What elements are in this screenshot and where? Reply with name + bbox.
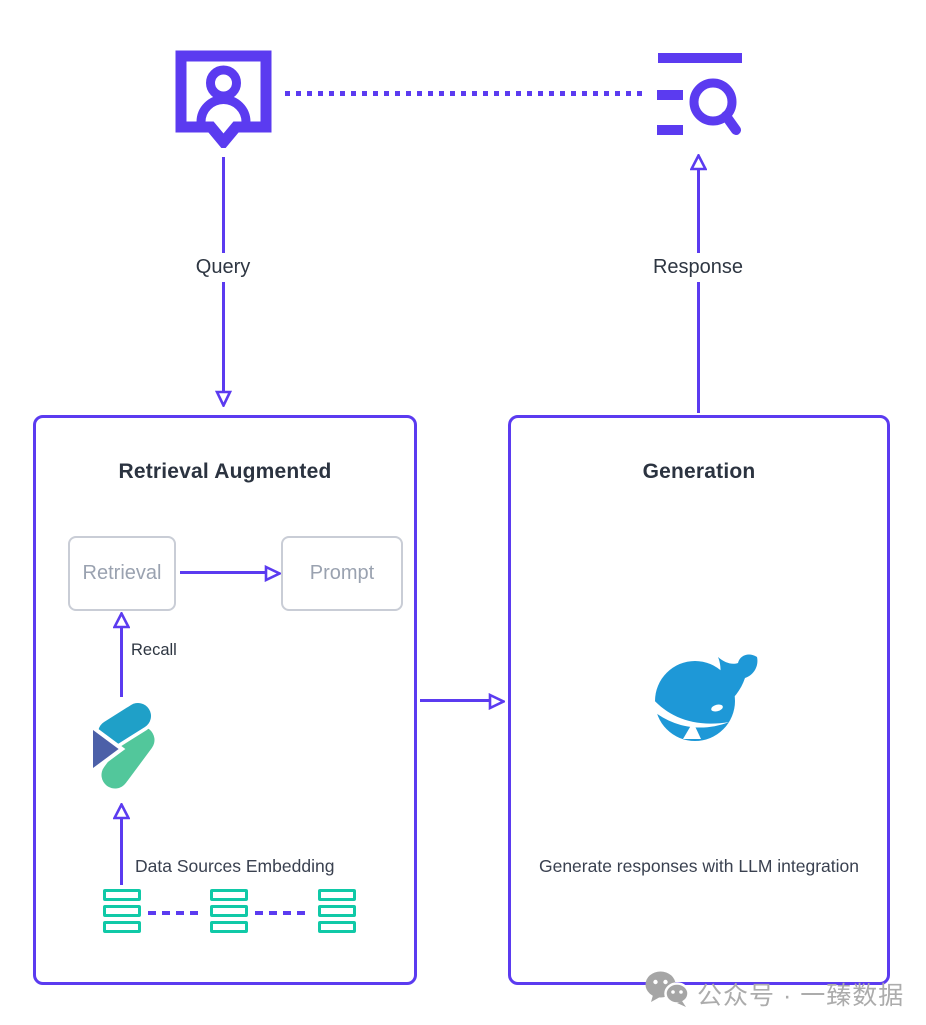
- stack-bar: [210, 889, 248, 901]
- stack-bar: [103, 905, 141, 917]
- query-arrowhead-down-icon: [215, 390, 232, 407]
- generation-box-title: Generation: [642, 460, 756, 483]
- retrieval-to-prompt-line: [180, 571, 265, 574]
- database-stack-icon: [103, 889, 141, 937]
- search-results-icon: [657, 53, 742, 135]
- retrieval-node: Retrieval: [68, 536, 176, 611]
- logo-green-pill: [101, 726, 155, 789]
- response-label: Response: [644, 253, 752, 282]
- stack-bar: [103, 889, 141, 901]
- user-speech-bubble-icon: [175, 50, 272, 148]
- stack-bar: [318, 921, 356, 933]
- user-search-dotted-link: [285, 91, 645, 96]
- embedding-arrowhead-up-icon: [113, 803, 130, 820]
- query-label: Query: [187, 253, 259, 282]
- generation-caption: Generate responses with LLM integration: [538, 856, 860, 876]
- rag-to-generation-arrowhead-icon: [488, 693, 505, 710]
- retrieval-to-prompt-arrowhead-icon: [264, 565, 281, 582]
- wechat-icon: [645, 971, 690, 1007]
- recall-line: [119, 628, 123, 697]
- logo-indigo-triangle: [89, 722, 126, 776]
- embedding-label: Data Sources Embedding: [135, 856, 335, 876]
- response-line: [696, 169, 700, 413]
- deepseek-whale-icon: [652, 654, 758, 741]
- watermark-text: 公众号 · 一臻数据: [697, 982, 905, 1010]
- embedding-line: [119, 819, 123, 885]
- vector-data-logo: [89, 700, 155, 789]
- stack-dashed-link: [255, 911, 305, 915]
- database-stack-icon: [318, 889, 356, 937]
- stack-bar: [103, 921, 141, 933]
- prompt-node: Prompt: [281, 536, 403, 611]
- recall-label: Recall: [131, 641, 177, 659]
- recall-arrowhead-up-icon: [113, 612, 130, 629]
- stack-bar: [210, 921, 248, 933]
- stack-dashed-link: [148, 911, 198, 915]
- stack-bar: [210, 905, 248, 917]
- retrieval-box-title: Retrieval Augmented: [118, 460, 332, 483]
- logo-teal-pill: [98, 703, 151, 746]
- rag-to-generation-line: [420, 699, 489, 702]
- generation-box: Generation Generate responses with LLM i…: [508, 415, 890, 985]
- stack-bar: [318, 889, 356, 901]
- database-stack-icon: [210, 889, 248, 937]
- retrieval-augmented-box: Retrieval Augmented Retrieval Prompt Rec…: [33, 415, 417, 985]
- stack-bar: [318, 905, 356, 917]
